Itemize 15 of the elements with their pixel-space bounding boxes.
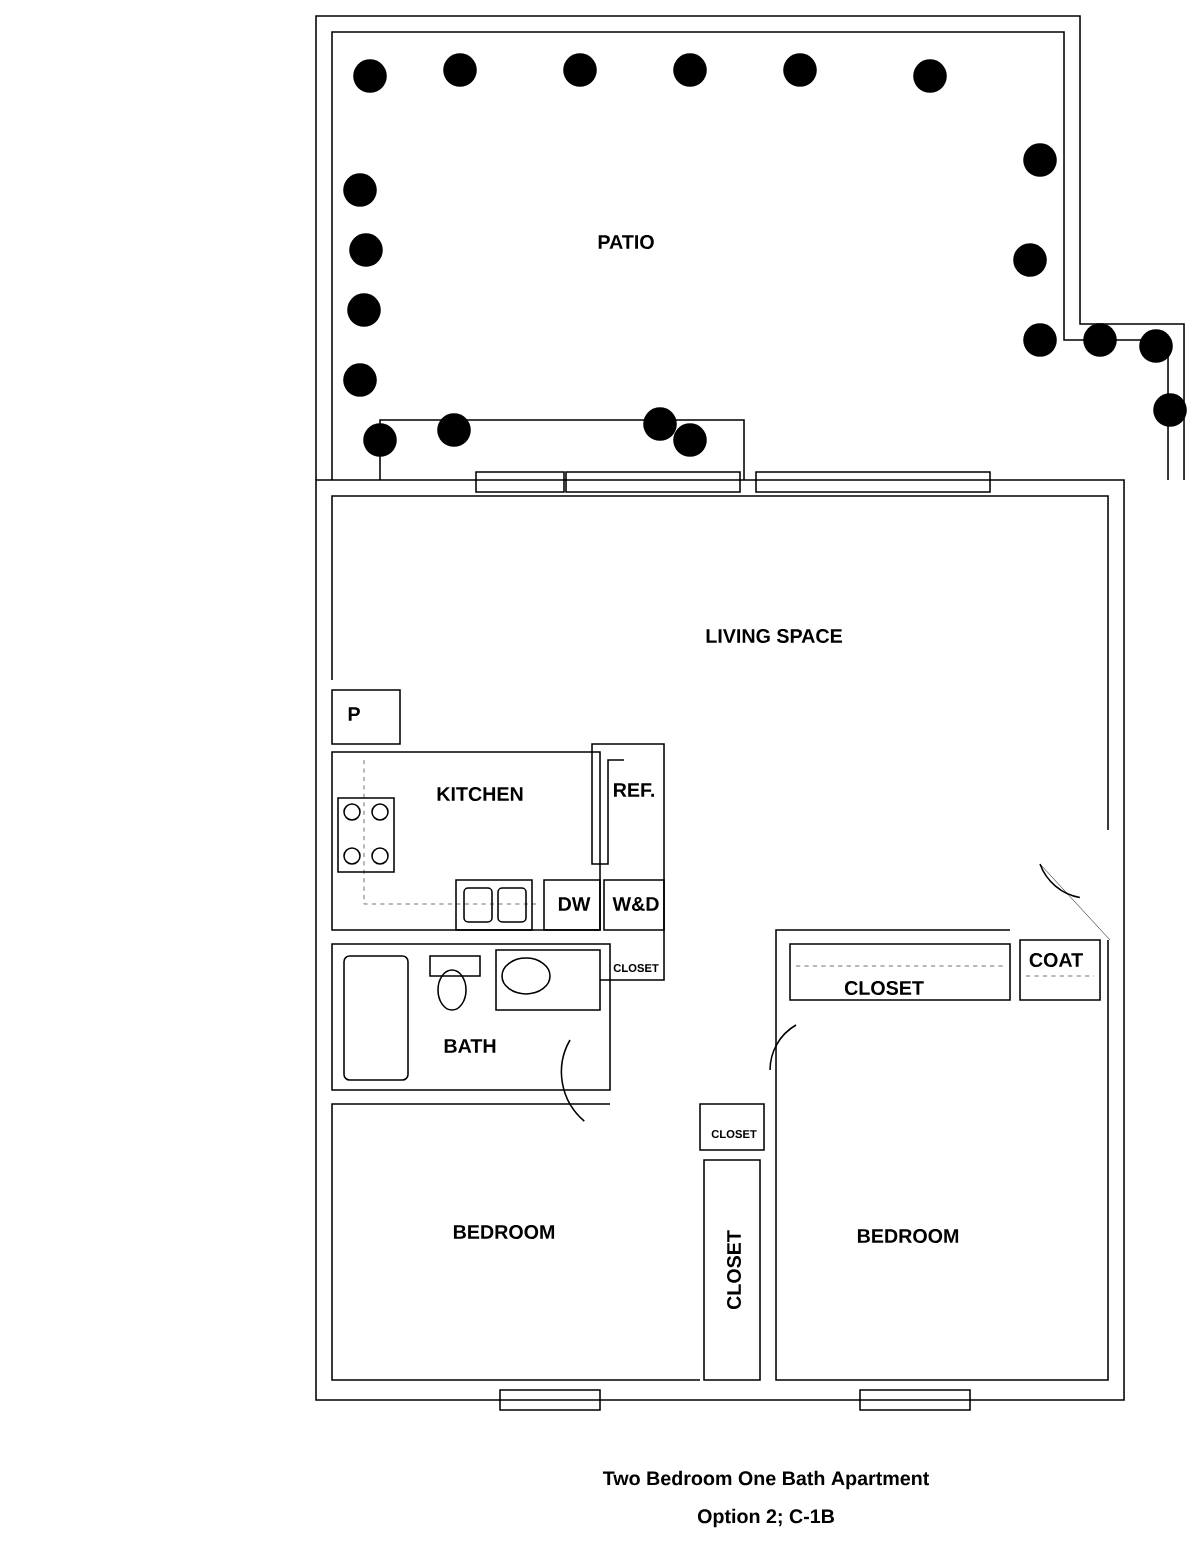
caption-line: Two Bedroom One Bath Apartment [602, 1470, 930, 1490]
caption-line: Option 2; C-1B [697, 1508, 834, 1528]
room-label: REF. [614, 783, 654, 797]
room-label: PATIO [598, 235, 654, 249]
room-label: LIVING SPACE [706, 629, 842, 643]
room-label: COAT [1029, 953, 1083, 967]
room-label: DW [558, 897, 591, 911]
room-label: BEDROOM [453, 1225, 555, 1239]
room-label: P [348, 707, 360, 721]
room-label: CLOSET [844, 981, 924, 995]
room-label: BEDROOM [857, 1229, 959, 1243]
room-label: W&D [612, 897, 659, 911]
room-label: KITCHEN [437, 787, 523, 801]
room-label: BATH [444, 1039, 496, 1053]
room-label: CLOSET [727, 1230, 741, 1310]
